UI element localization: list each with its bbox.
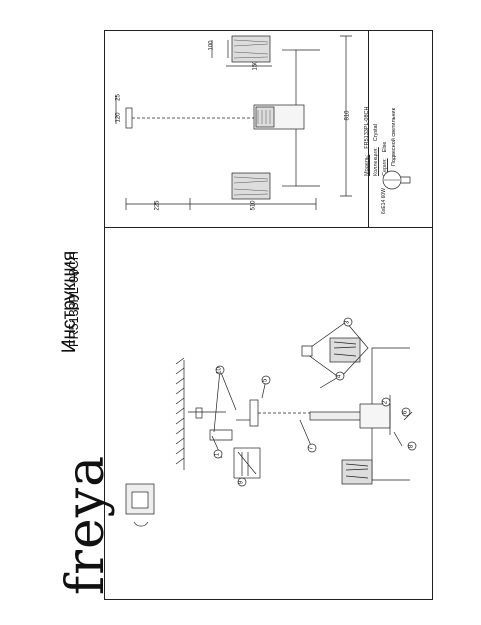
dimension-drawing bbox=[115, 35, 352, 210]
package-icon bbox=[125, 483, 155, 527]
callout-5: 5 bbox=[262, 378, 269, 383]
callout-3: 3 bbox=[344, 320, 351, 325]
callouts bbox=[213, 317, 417, 487]
document-frame bbox=[104, 30, 433, 600]
callout-4: 4 bbox=[336, 374, 343, 379]
callout-1: 1 bbox=[214, 452, 221, 457]
callout-7: 7 bbox=[308, 446, 315, 451]
callout-6: 6 bbox=[402, 410, 409, 415]
section-divider bbox=[104, 227, 433, 228]
callout-2: 2 bbox=[382, 400, 389, 405]
bulb-icon bbox=[382, 170, 411, 190]
callout-10: 10 bbox=[216, 367, 223, 374]
callout-8: 8 bbox=[408, 444, 415, 449]
info-divider bbox=[368, 30, 369, 227]
callout-9: 9 bbox=[238, 480, 245, 485]
assembly-drawing bbox=[175, 321, 413, 485]
